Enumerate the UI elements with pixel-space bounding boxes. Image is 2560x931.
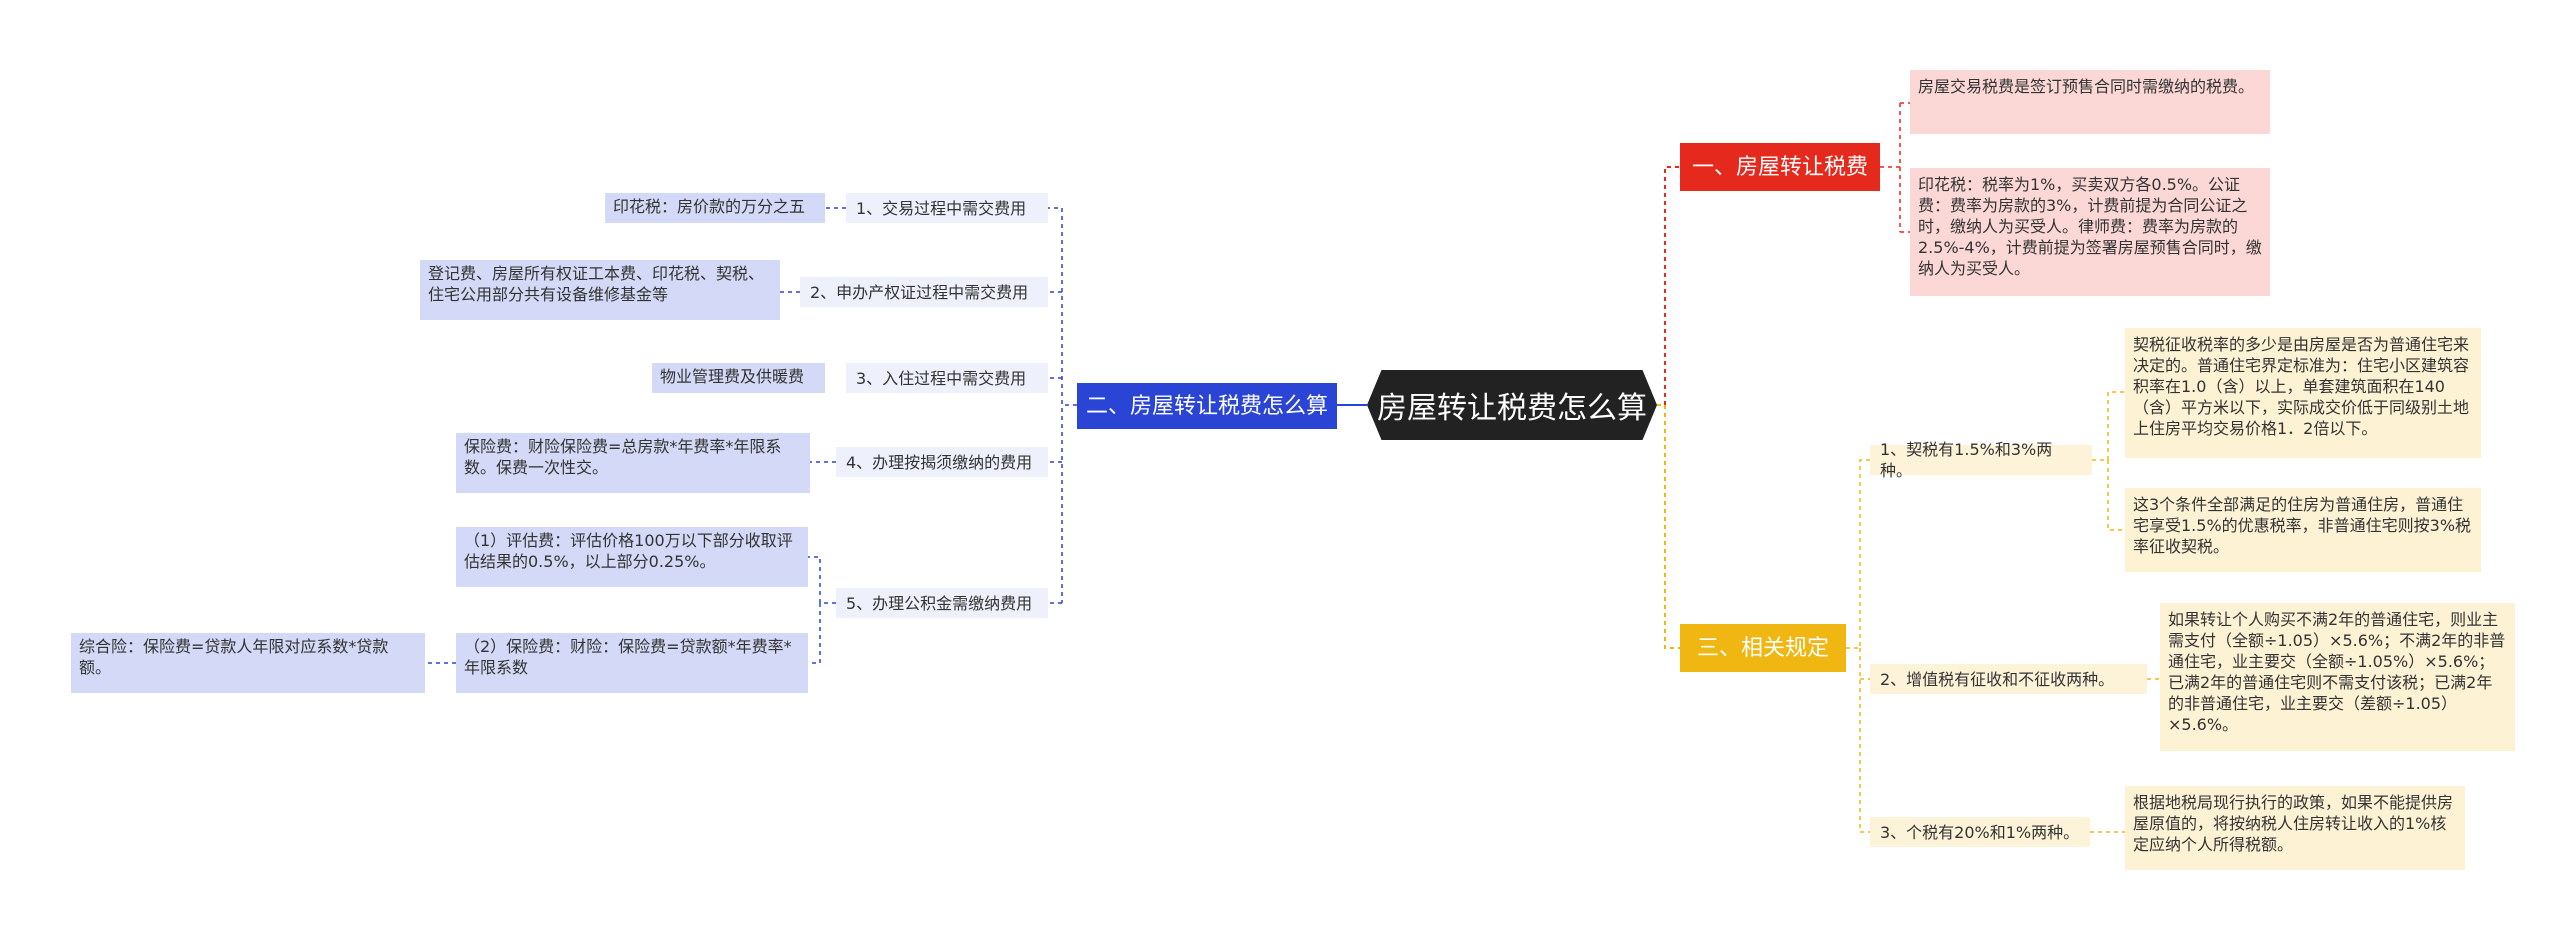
item-certificate-fees[interactable]: 2、申办产权证过程中需交费用 — [800, 277, 1048, 307]
leaf-vat-rules[interactable]: 如果转让个人购买不满2年的普通住宅，则业主需支付（全额÷1.05）×5.6%；不… — [2160, 603, 2515, 751]
leaf-insurance-premium[interactable]: （2）保险费：财险：保险费=贷款额*年费率*年限系数 — [456, 633, 808, 693]
trading-tax-note[interactable]: 房屋交易税费是签订预售合同时需缴纳的税费。 — [1910, 70, 2270, 134]
item-move-in-fees[interactable]: 3、入住过程中需交费用 — [846, 363, 1048, 393]
leaf-property-management[interactable]: 物业管理费及供暖费 — [652, 363, 825, 393]
item-deed-tax[interactable]: 1、契税有1.5%和3%两种。 — [1870, 440, 2092, 480]
connector-b3-items — [1846, 459, 1870, 833]
connector-root-b1 — [1657, 166, 1680, 406]
connector-b3-item1-leaves — [2092, 391, 2125, 531]
connector-b2-leaves — [780, 207, 846, 463]
stamp-duty-note[interactable]: 印花税：税率为1%，买卖双方各0.5%。公证费：费率为房款的3%，计费前提为合同… — [1910, 168, 2270, 296]
root-node[interactable]: 房屋转让税费怎么算 — [1367, 370, 1657, 440]
item-provident-fund-fees[interactable]: 5、办理公积金需缴纳费用 — [836, 588, 1048, 618]
item-vat[interactable]: 2、增值税有征收和不征收两种。 — [1870, 664, 2147, 694]
leaf-registration-fees[interactable]: 登记费、房屋所有权证工本费、印花税、契税、住宅公用部分共有设备维修基金等 — [420, 260, 780, 320]
branch-calculation-node[interactable]: 二、房屋转让税费怎么算 — [1077, 383, 1337, 429]
connector-b1-children — [1880, 102, 1910, 233]
item-mortgage-fees[interactable]: 4、办理按揭须缴纳的费用 — [836, 447, 1048, 477]
branch-fees-node[interactable]: 一、房屋转让税费 — [1680, 143, 1880, 191]
leaf-comprehensive-insurance[interactable]: 综合险：保险费=贷款人年限对应系数*贷款额。 — [71, 633, 425, 693]
leaf-insurance-fee[interactable]: 保险费：财险保险费=总房款*年费率*年限系数。保费一次性交。 — [456, 433, 810, 493]
leaf-deed-tax-rates[interactable]: 这3个条件全部满足的住房为普通住房，普通住宅享受1.5%的优惠税率，非普通住宅则… — [2125, 488, 2481, 572]
leaf-deed-tax-criteria[interactable]: 契税征收税率的多少是由房屋是否为普通住宅来决定的。普通住宅界定标准为：住宅小区建… — [2125, 328, 2481, 458]
leaf-income-tax-rule[interactable]: 根据地税局现行执行的政策，如果不能提供房屋原值的，将按纳税人住房转让收入的1%核… — [2125, 786, 2465, 870]
branch-regulations-node[interactable]: 三、相关规定 — [1680, 624, 1846, 672]
item-transaction-fees[interactable]: 1、交易过程中需交费用 — [846, 193, 1048, 223]
leaf-appraisal-fee[interactable]: （1）评估费：评估价格100万以下部分收取评估结果的0.5%，以上部分0.25%… — [456, 527, 808, 587]
connector-b2-items — [1048, 207, 1077, 604]
connector-b2-item5-leaves — [808, 556, 836, 664]
item-income-tax[interactable]: 3、个税有20%和1%两种。 — [1870, 817, 2090, 847]
connector-root-b3 — [1657, 404, 1680, 649]
leaf-stamp-duty[interactable]: 印花税：房价款的万分之五 — [605, 193, 825, 223]
